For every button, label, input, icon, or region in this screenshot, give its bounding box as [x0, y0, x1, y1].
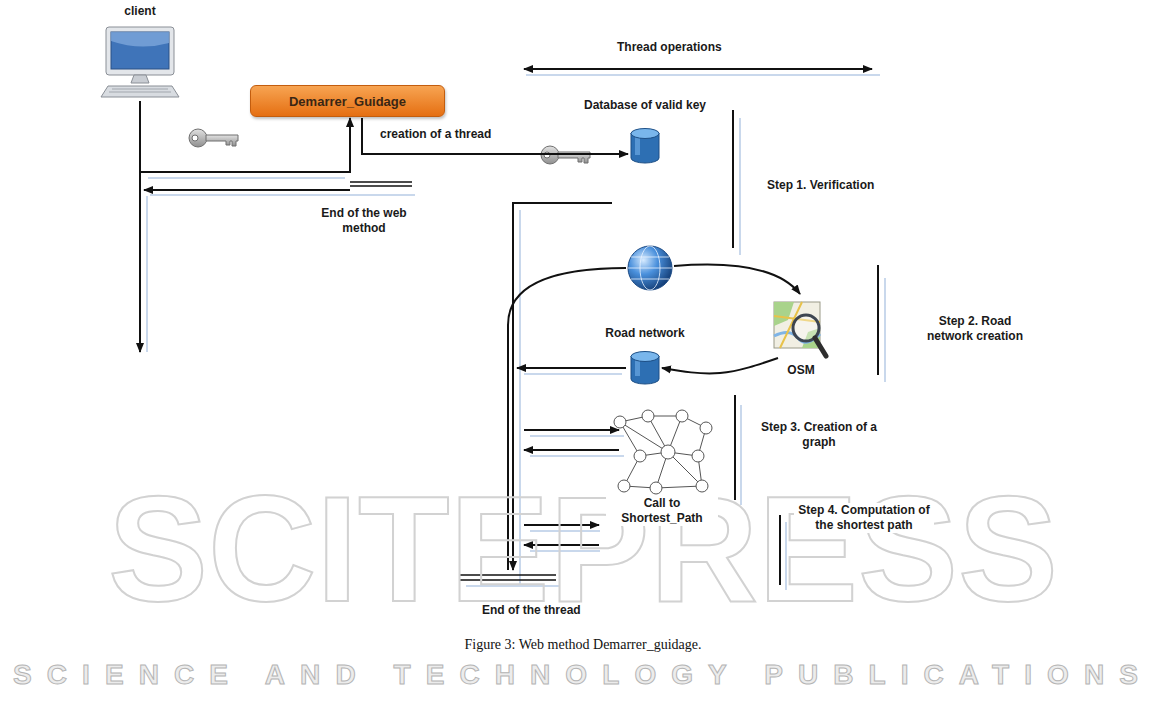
key-icon	[189, 129, 207, 147]
flow-arrow	[362, 118, 628, 154]
osm-icon	[774, 302, 820, 348]
figure-caption: Figure 3: Web method Demarrer_guidage.	[0, 636, 1166, 653]
node-label: Road network	[585, 326, 705, 341]
section-label: Thread operations	[615, 40, 724, 55]
step-label: Step 3. Creation of a graph	[750, 420, 888, 450]
call-arrow	[524, 429, 619, 431]
computer-icon	[98, 25, 182, 99]
key-icon	[192, 135, 198, 141]
computer-icon	[131, 75, 149, 83]
node-label: OSM	[770, 363, 832, 378]
shadow-line	[739, 118, 741, 255]
node-label: client	[95, 4, 185, 19]
shadow-line	[150, 194, 415, 196]
globe-icon	[628, 257, 672, 279]
osm-node: OSM	[770, 298, 832, 378]
globe-icon	[628, 246, 672, 290]
db-icon	[630, 351, 660, 385]
key-icon	[541, 146, 590, 164]
osm-icon	[815, 338, 826, 356]
db-icon	[631, 352, 659, 362]
flow-arrow	[662, 358, 778, 373]
end-label: End of the thread	[480, 603, 583, 618]
shadow-line	[524, 373, 622, 375]
return-arrow	[524, 449, 619, 451]
db-icon	[631, 129, 659, 139]
key-icon	[544, 152, 550, 158]
graph-icon	[676, 410, 688, 422]
computer-icon	[101, 86, 179, 97]
client-computer: client	[95, 4, 185, 99]
step-label: Step 2. Road network creation	[912, 314, 1038, 344]
computer-icon	[111, 32, 169, 47]
osm-icon	[772, 298, 830, 360]
watermark: SCIENCE AND TECHNOLOGY PUBLICATIONS	[13, 660, 1153, 691]
osm-icon	[774, 302, 794, 326]
graph-icon	[661, 445, 675, 459]
shadow-line	[530, 435, 624, 437]
key-icon	[206, 135, 238, 146]
graph-icon	[700, 422, 712, 434]
step-label: Step 1. Verification	[765, 178, 876, 193]
end-label: End of the web method	[306, 206, 422, 236]
client-lifeline	[139, 172, 141, 352]
edge-label: creation of a thread	[378, 127, 493, 142]
graph-icon	[634, 450, 646, 462]
shadow-line	[148, 177, 345, 179]
watermark: SCITEPRESS	[108, 474, 1058, 624]
shadow-line	[530, 455, 624, 457]
graph-icon	[614, 416, 626, 428]
key-icon	[541, 146, 559, 164]
process-label: Demarrer_Guidage	[289, 94, 406, 109]
step-label: Step 4. Computation of the shortest path	[794, 503, 934, 533]
osm-icon	[774, 302, 820, 348]
shadow-line	[526, 74, 880, 76]
shadow-line	[146, 196, 148, 352]
shadow-line	[884, 278, 886, 382]
node-label: Database of valid key	[583, 98, 707, 113]
db-icon	[630, 128, 660, 164]
database-node: Database of valid key	[583, 98, 707, 164]
graph-icon	[692, 450, 704, 462]
return-arrow	[144, 189, 350, 191]
globe-icon	[628, 246, 672, 290]
return-arrow	[517, 367, 626, 369]
step-bracket	[732, 110, 734, 248]
process-box: Demarrer_Guidage	[250, 85, 445, 117]
graph-icon	[642, 410, 654, 422]
database-node: Road network	[585, 326, 705, 385]
computer-icon	[111, 32, 169, 69]
call-label: Call to Shortest_Path	[606, 496, 718, 526]
step-bracket	[877, 265, 879, 375]
end-bar	[350, 181, 412, 183]
double-arrow	[524, 68, 872, 70]
computer-icon	[106, 27, 174, 75]
globe-link	[674, 265, 800, 294]
computer-icon	[109, 89, 171, 92]
key-icon	[189, 129, 238, 147]
end-bar	[350, 185, 412, 187]
